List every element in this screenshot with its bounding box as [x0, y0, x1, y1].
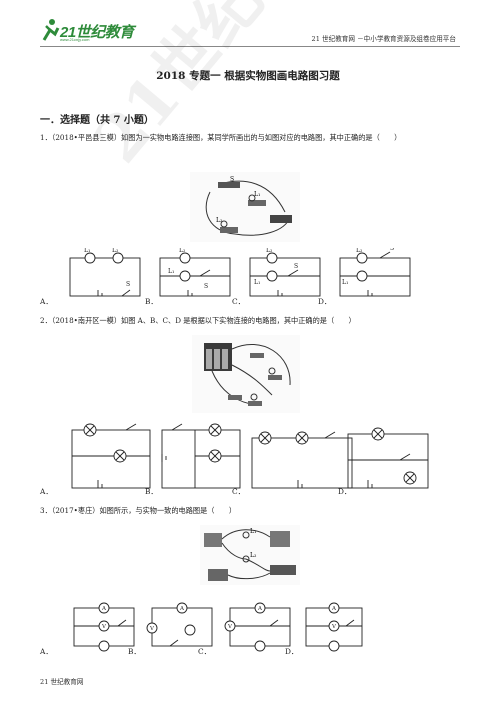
q1-option-d[interactable]: D．: [318, 297, 332, 306]
page-title: 2018 专题一 根据实物图画电路图习题: [156, 70, 340, 82]
q1-option-b[interactable]: B．: [145, 297, 158, 306]
svg-text:V: V: [227, 624, 233, 630]
logo-url: www.21cnjy.com: [60, 37, 90, 42]
q1-option-circuits: L₁ L₂ S L₂ L₁ S L₂ L₁ S L₂ L₁ S: [69, 248, 411, 297]
svg-text:L₂: L₂: [179, 248, 186, 254]
q1-option-a[interactable]: A．: [40, 297, 53, 306]
svg-text:L₁: L₁: [254, 191, 260, 198]
svg-text:V: V: [149, 626, 155, 632]
svg-text:A: A: [257, 606, 263, 612]
svg-text:L₁: L₁: [342, 279, 348, 286]
logo-text: 21世纪教育: [60, 24, 134, 41]
svg-text:S: S: [126, 281, 130, 288]
svg-text:L₁: L₁: [254, 279, 260, 286]
question-1-stem: 1．（2018•平邑县三模）如图为一实物电路连接图，某同学所画出的与如图对应的电…: [40, 133, 402, 142]
q3-option-c[interactable]: C．: [198, 647, 212, 656]
svg-text:S: S: [204, 283, 208, 290]
q3-option-circuits: A V A V A V A V: [73, 602, 363, 652]
question-2-stem: 2．（2018•南开区一模）如图 A、B、C、D 是根据以下实物连接的电路图，其…: [40, 316, 356, 325]
header-site-name: 21 世纪教育网 －中小学教育资源及组卷应用平台: [311, 35, 456, 43]
svg-text:A: A: [101, 606, 107, 612]
q1-option-c[interactable]: C．: [232, 297, 246, 306]
svg-text:L₂: L₂: [356, 248, 363, 254]
q3-real-circuit-photo: L₁ L₂: [200, 525, 300, 585]
svg-text:V: V: [101, 624, 107, 630]
svg-text:S: S: [230, 176, 234, 183]
q2-real-circuit-photo: [192, 335, 300, 413]
svg-text:S: S: [294, 263, 298, 270]
svg-text:L₂: L₂: [112, 248, 119, 254]
svg-text:S: S: [390, 248, 394, 252]
question-3-stem: 3．（2017•枣庄）如图所示，与实物一致的电路图是（ ）: [40, 506, 237, 515]
svg-text:L₁: L₁: [168, 268, 174, 275]
q3-option-a[interactable]: A．: [40, 647, 53, 656]
q3-option-d[interactable]: D．: [285, 647, 299, 656]
header-divider: [40, 46, 460, 47]
q2-option-c[interactable]: C．: [232, 487, 246, 496]
q1-real-circuit-photo: S L₁ L₂: [190, 172, 300, 242]
q2-option-circuits: [71, 423, 429, 489]
svg-text:A: A: [179, 606, 185, 612]
section-heading: 一．选择题（共 7 小题）: [40, 115, 154, 126]
q2-option-b[interactable]: B．: [145, 487, 158, 496]
svg-text:A: A: [331, 606, 337, 612]
q3-option-b[interactable]: B．: [128, 647, 141, 656]
q2-option-d[interactable]: D．: [338, 487, 352, 496]
footer-text: 21 世纪教育网: [40, 678, 84, 686]
svg-text:L₁: L₁: [84, 248, 90, 254]
svg-text:L₂: L₂: [216, 217, 223, 224]
logo-runner-icon: [42, 19, 60, 41]
svg-text:L₂: L₂: [250, 552, 257, 559]
svg-text:V: V: [331, 624, 337, 630]
svg-text:L₁: L₁: [250, 528, 256, 535]
q2-option-a[interactable]: A．: [40, 487, 53, 496]
svg-text:L₂: L₂: [266, 248, 273, 254]
